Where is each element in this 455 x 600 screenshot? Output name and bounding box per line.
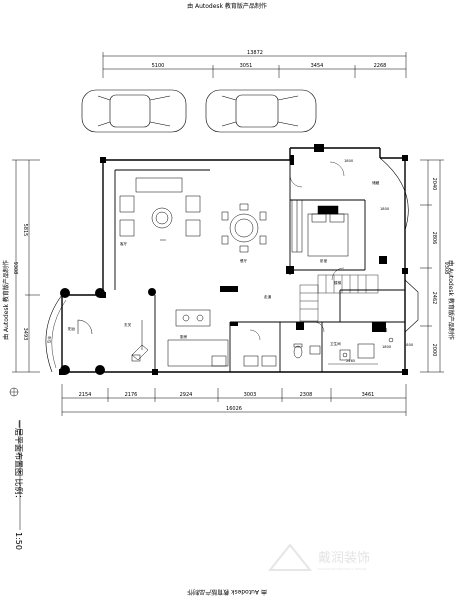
- dim-bottom-seg-3: 2924: [180, 392, 193, 398]
- stairs: [299, 274, 379, 322]
- dim-top-seg-3: 3454: [311, 63, 324, 69]
- balcony-left: [45, 294, 63, 373]
- outer-walls: [61, 147, 406, 373]
- inner-dim-3: 1800: [382, 345, 392, 349]
- dining-table: [221, 203, 267, 253]
- wardrobe: [291, 199, 303, 253]
- dim-right-seg-1: 2040: [431, 178, 437, 191]
- room-stair: 楼梯: [334, 280, 342, 285]
- watermark-bottom: 由 Autodesk 教育版产品制作: [187, 588, 267, 596]
- room-entrance: 玄关: [124, 322, 132, 327]
- inner-dim-2: 1800: [380, 207, 390, 211]
- room-parking: 车位: [47, 336, 52, 344]
- top-dimensions: [102, 52, 407, 78]
- dim-left-seg-2: 3493: [22, 328, 28, 341]
- dim-top-seg-2: 3051: [240, 63, 253, 69]
- dim-left-total: 9308: [12, 262, 18, 275]
- inner-dim-1: 1800: [344, 159, 354, 163]
- dim-bottom-seg-2: 2176: [125, 392, 138, 398]
- brand-name: 戴润装饰: [318, 551, 370, 566]
- plan-scale: 1:50: [14, 532, 23, 550]
- sofa-set: [119, 177, 201, 241]
- watermark-left: 由 Autodesk 教育版产品制作: [2, 260, 10, 340]
- room-living: 客厅: [120, 241, 128, 246]
- structural-columns: [59, 144, 408, 375]
- bay-window-top: [379, 157, 409, 231]
- dim-bottom-seg-5: 2308: [300, 392, 313, 398]
- car-right: [205, 89, 317, 133]
- room-bedroom: 卧室: [320, 258, 328, 263]
- room-kitchen: 厨房: [180, 334, 188, 339]
- dim-top-total: 13872: [247, 50, 263, 56]
- bed: [307, 205, 349, 257]
- plan-title: 一层平面布置图 比例：: [14, 420, 24, 503]
- brand-sub: DAIRUN DECORATION & DESIGN: [318, 567, 366, 571]
- car-left: [81, 89, 187, 133]
- dim-top-seg-4: 2268: [374, 63, 387, 69]
- watermark-top: 由 Autodesk 教育版产品制作: [187, 2, 267, 10]
- left-dimensions: [12, 159, 40, 373]
- interior-walls: [114, 160, 405, 372]
- dim-right-seg-2: 2806: [431, 232, 437, 245]
- dim-bottom-total: 16026: [226, 406, 242, 412]
- plan-title-block: 一层平面布置图 比例： 1:50: [9, 387, 24, 550]
- kitchen-counter: [167, 309, 277, 367]
- watermark-right: 由 Autodesk 教育版产品制作: [447, 260, 455, 340]
- dim-right-total: 9308: [443, 262, 449, 275]
- brand-watermark: 戴润装饰 DAIRUN DECORATION & DESIGN: [267, 543, 370, 571]
- dim-right-seg-4: 2000: [431, 344, 437, 357]
- bottom-dimensions: [61, 384, 407, 416]
- inner-dim-5: 2465: [346, 359, 355, 363]
- dim-top-seg-1: 5100: [152, 63, 165, 69]
- room-balcony: 阳台: [68, 326, 76, 331]
- room-corridor: 走道: [264, 294, 272, 299]
- door-swings: [249, 161, 345, 341]
- dim-bottom-seg-6: 3461: [362, 392, 375, 398]
- dim-bottom-seg-4: 3003: [244, 392, 257, 398]
- bay-window-mid: [404, 279, 419, 333]
- room-storage: 储藏: [372, 180, 380, 185]
- dim-left-seg-1: 5815: [22, 224, 28, 237]
- dim-bottom-seg-1: 2154: [79, 392, 92, 398]
- balcony-left-inner: [51, 299, 67, 369]
- dim-right-seg-3: 2462: [431, 292, 437, 305]
- room-dining: 餐厅: [240, 258, 248, 263]
- bathroom-fixtures: [293, 327, 394, 361]
- room-bathroom: 卫生间: [330, 341, 341, 346]
- entrance-doors: [77, 319, 149, 362]
- right-dimensions: [420, 159, 444, 373]
- inner-dim-4: 1800: [404, 343, 414, 347]
